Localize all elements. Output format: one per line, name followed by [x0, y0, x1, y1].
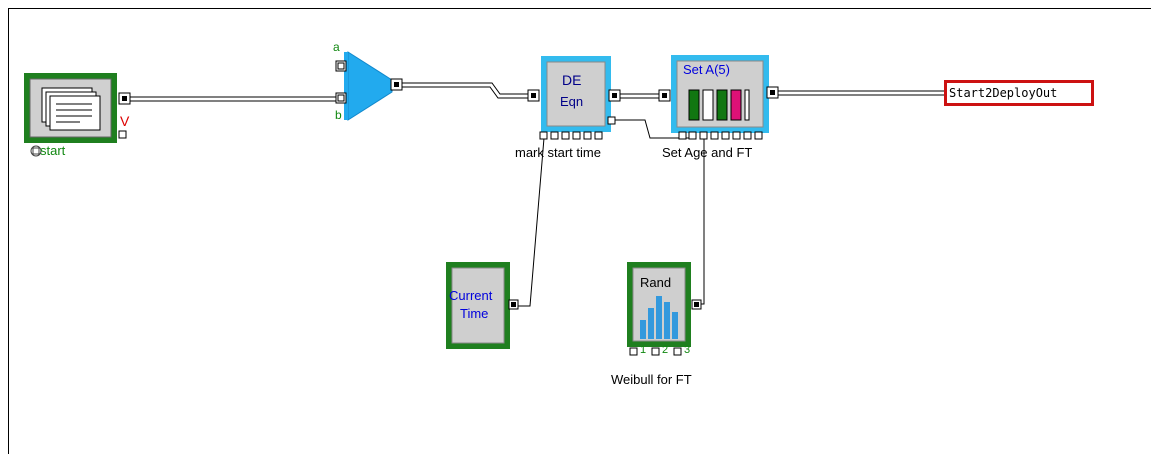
start-connector-label: V [120, 113, 130, 129]
equation-title-line1: DE [562, 72, 582, 88]
combine-block[interactable] [335, 51, 403, 121]
start-label: start [40, 143, 66, 158]
random-port-3: 3 [684, 344, 691, 356]
connection-start-to-combine[interactable] [128, 96, 338, 102]
canvas-frame [8, 8, 1151, 454]
output-connector-box[interactable]: Start2DeployOut [944, 80, 1094, 106]
start-icon [30, 145, 42, 157]
set-attribute-caption: Set Age and FT [662, 145, 753, 160]
connection-set-to-output[interactable] [774, 90, 944, 96]
current-time-line2: Time [460, 306, 489, 321]
combine-input-b-label: b [335, 108, 342, 122]
output-label: Start2DeployOut [949, 86, 1058, 100]
set-attribute-block[interactable] [658, 55, 779, 140]
equation-caption: mark start time [515, 145, 601, 160]
current-time-block[interactable] [446, 262, 519, 349]
set-attribute-title: Set A(5) [683, 62, 730, 77]
connection-random-to-set[interactable] [696, 138, 705, 305]
start-block[interactable] [24, 73, 117, 143]
current-time-line1: Current [449, 288, 493, 303]
random-port-2: 2 [662, 344, 669, 356]
equation-block[interactable] [527, 56, 621, 140]
random-title: Rand [640, 275, 672, 290]
connection-current-time-to-equation[interactable] [512, 137, 545, 307]
connection-equation-to-set[interactable] [620, 93, 660, 99]
start-output-connector[interactable] [118, 92, 131, 139]
random-port-1: 1 [640, 344, 647, 356]
equation-title-line2: Eqn [560, 94, 584, 109]
connection-combine-to-equation[interactable] [400, 82, 528, 99]
random-caption: Weibull for FT [611, 372, 692, 387]
random-block[interactable] [627, 262, 702, 356]
combine-input-a-label: a [333, 40, 340, 54]
